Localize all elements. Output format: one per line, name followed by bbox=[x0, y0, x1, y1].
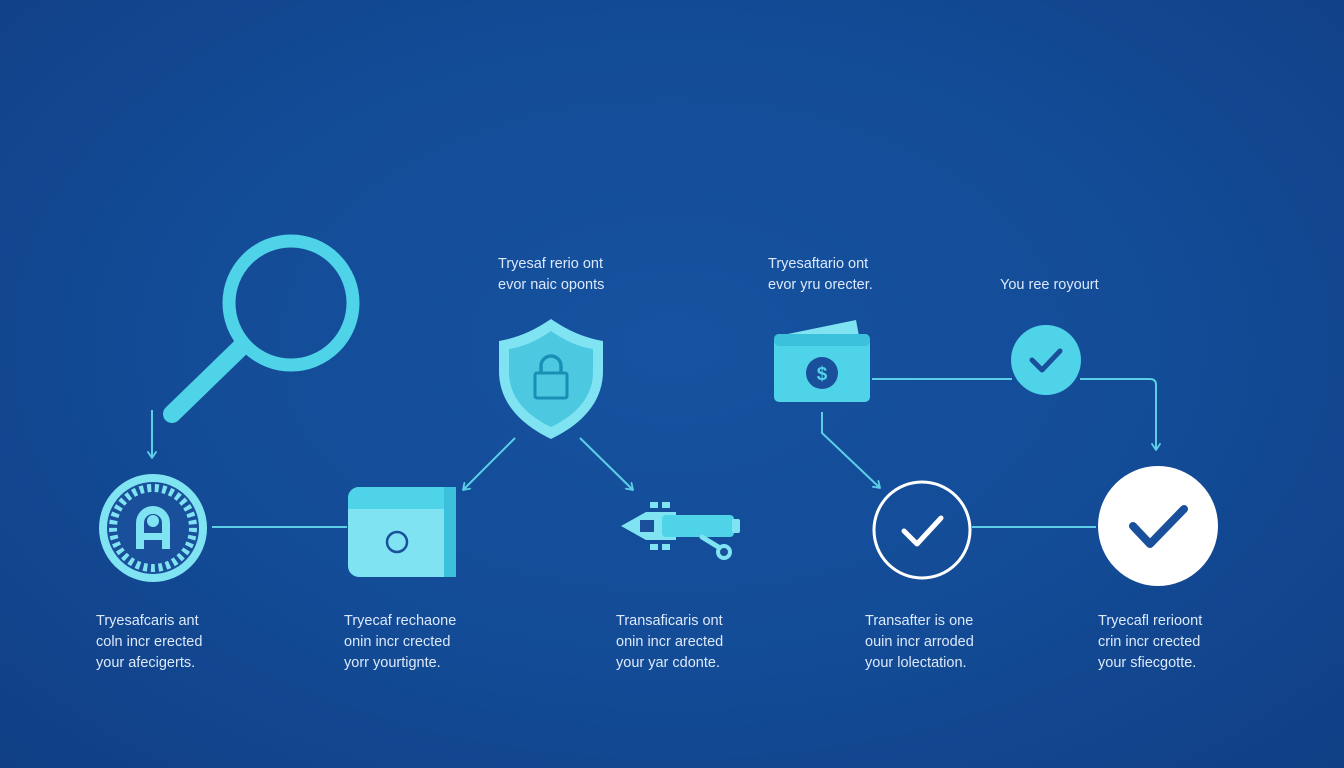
step-caption-line: onin incr arected bbox=[616, 634, 724, 650]
wallet-icon: $ bbox=[774, 320, 870, 402]
step-caption-line: yorr yourtignte. bbox=[344, 655, 441, 671]
check-circle-icon bbox=[1011, 325, 1081, 395]
magnifier-icon bbox=[163, 234, 360, 423]
connector-wallet-to-check-outline bbox=[821, 412, 881, 489]
step-caption-line: onin incr crected bbox=[344, 634, 451, 650]
step-caption-line: your yar cdonte. bbox=[616, 655, 720, 671]
step-caption-3: Transaficaris ont onin incr arected your… bbox=[616, 611, 723, 674]
step-caption-line: your afecigerts. bbox=[96, 655, 196, 671]
step-caption-line: coln incr erected bbox=[96, 634, 203, 650]
check-label: You ree royourt bbox=[1000, 275, 1099, 296]
step-caption-line: your sfiecgotte. bbox=[1098, 655, 1197, 671]
wallet-label-line-1: Tryesaftario ont bbox=[768, 256, 869, 272]
step-caption-line: Tryesafcaris ant bbox=[96, 613, 199, 629]
transfer-arrow-icon bbox=[621, 502, 740, 560]
step-caption-line: Transafter is one bbox=[865, 613, 974, 629]
svg-text:$: $ bbox=[817, 364, 828, 385]
wallet-label: Tryesaftario ont evor yru orecter. bbox=[768, 254, 873, 296]
step-caption-line: Tryecafl rerioont bbox=[1098, 613, 1203, 629]
card-reader-icon bbox=[348, 487, 456, 577]
step-caption-4: Transafter is one ouin incr arroded your… bbox=[865, 611, 974, 674]
step-caption-1: Tryesafcaris ant coln incr erected your … bbox=[96, 611, 202, 674]
wallet-label-line-2: evor yru orecter. bbox=[768, 277, 873, 293]
connector-shield-to-card bbox=[462, 437, 516, 491]
step-caption-line: crin incr crected bbox=[1098, 634, 1201, 650]
check-label-line-1: You ree royourt bbox=[1000, 277, 1099, 293]
step-caption-line: your lolectation. bbox=[865, 655, 967, 671]
step-caption-line: ouin incr arroded bbox=[865, 634, 974, 650]
dial-lock-icon bbox=[99, 474, 207, 582]
check-outline-icon bbox=[872, 480, 972, 580]
step-caption-5: Tryecafl rerioont crin incr crected your… bbox=[1098, 611, 1202, 674]
connector-shield-to-transfer bbox=[579, 437, 634, 491]
shield-lock-icon bbox=[499, 319, 603, 439]
shield-label-line-2: evor naic oponts bbox=[498, 277, 605, 293]
step-caption-2: Tryecaf rechaone onin incr crected yorr … bbox=[344, 611, 456, 674]
step-caption-line: Transaficaris ont bbox=[616, 613, 723, 629]
check-solid-icon bbox=[1098, 466, 1218, 586]
connector-check-small-to-check-solid bbox=[1080, 378, 1161, 451]
shield-label: Tryesaf rerio ont evor naic oponts bbox=[498, 254, 604, 296]
shield-label-line-1: Tryesaf rerio ont bbox=[498, 256, 604, 272]
step-caption-line: Tryecaf rechaone bbox=[344, 613, 457, 629]
